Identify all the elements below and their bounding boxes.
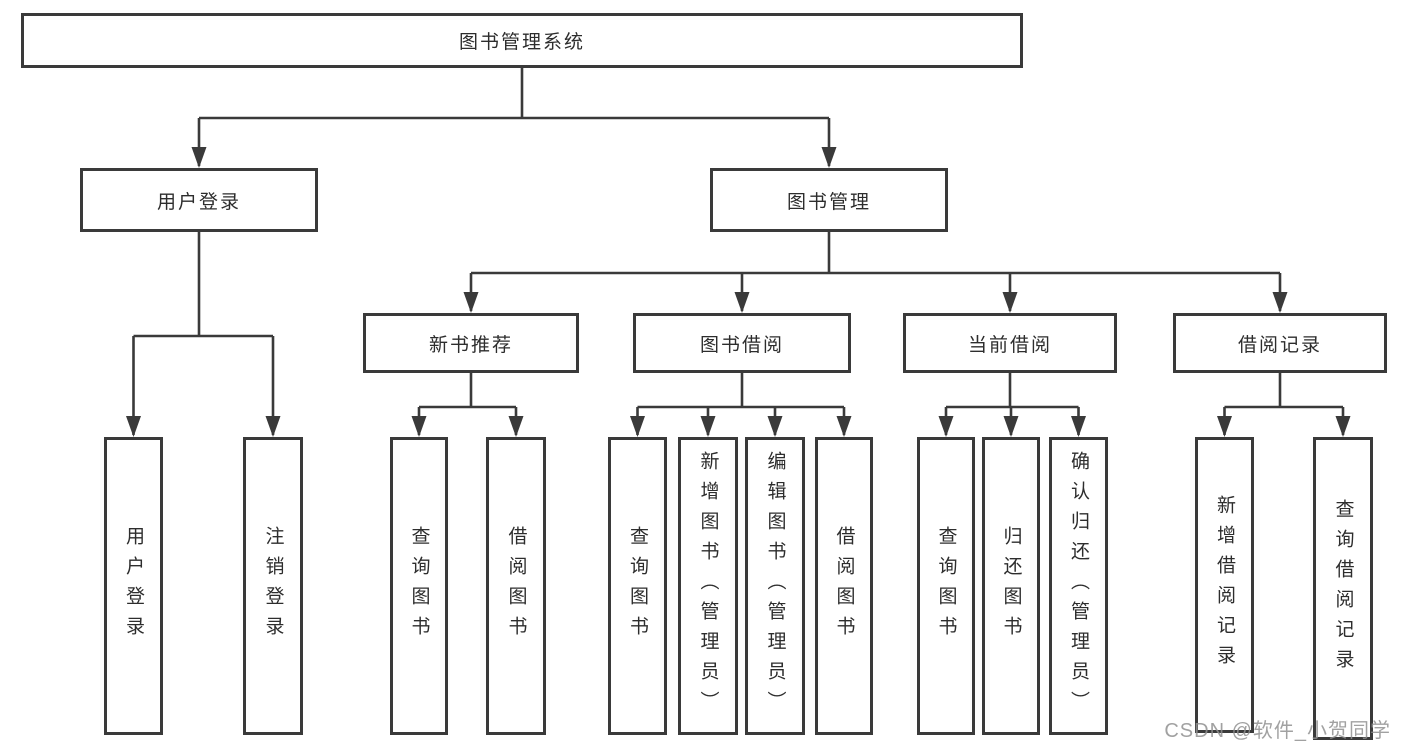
node-label: 注销登录 [262,526,284,646]
node-label: 借阅记录 [1237,334,1322,356]
node-label: 确认归还（管理员） [1068,451,1089,721]
node-label: 查询图书 [408,526,430,646]
node-label: 用户登录 [156,191,241,213]
arrowheads [126,147,1351,437]
node-new-book-recommend: 新书推荐 [363,313,579,373]
leaf-edit-books-admin: 编辑图书（管理员） [745,437,805,735]
node-label: 当前借阅 [967,334,1052,356]
leaf-confirm-return-admin: 确认归还（管理员） [1049,437,1108,735]
node-library-management-system: 图书管理系统 [21,13,1023,68]
leaf-user-login: 用户登录 [104,437,163,735]
node-book-borrow: 图书借阅 [633,313,851,373]
leaf-query-books-3: 查询图书 [917,437,975,735]
leaf-add-borrow-record: 新增借阅记录 [1195,437,1254,733]
node-label: 用户登录 [123,526,144,646]
tree-edges [132,68,1345,435]
node-label: 图书借阅 [699,334,784,356]
node-label: 借阅图书 [505,526,527,646]
node-current-borrow: 当前借阅 [903,313,1117,373]
leaf-query-books-1: 查询图书 [390,437,448,735]
node-label: 新书推荐 [428,334,513,356]
node-label: 借阅图书 [833,526,855,646]
node-label: 新增借阅记录 [1214,495,1235,675]
node-borrow-record: 借阅记录 [1173,313,1387,373]
node-label: 查询图书 [627,526,648,646]
node-label: 归还图书 [1000,526,1022,646]
node-label: 图书管理 [786,191,871,213]
leaf-query-books-2: 查询图书 [608,437,667,735]
node-label: 查询图书 [935,526,957,646]
node-book-management: 图书管理 [710,168,948,232]
node-label: 编辑图书（管理员） [764,451,786,721]
leaf-logout: 注销登录 [243,437,303,735]
leaf-add-books-admin: 新增图书（管理员） [678,437,738,735]
node-label: 查询借阅记录 [1332,498,1354,679]
leaf-query-borrow-record: 查询借阅记录 [1313,437,1373,740]
leaf-borrow-books-2: 借阅图书 [815,437,873,735]
csdn-watermark: CSDN @软件_小贺同学 [1164,720,1391,742]
leaf-borrow-books-1: 借阅图书 [486,437,546,735]
node-user-login: 用户登录 [80,168,318,232]
node-label: 新增图书（管理员） [697,451,719,721]
leaf-return-books: 归还图书 [982,437,1040,735]
node-label: 图书管理系统 [458,32,585,53]
